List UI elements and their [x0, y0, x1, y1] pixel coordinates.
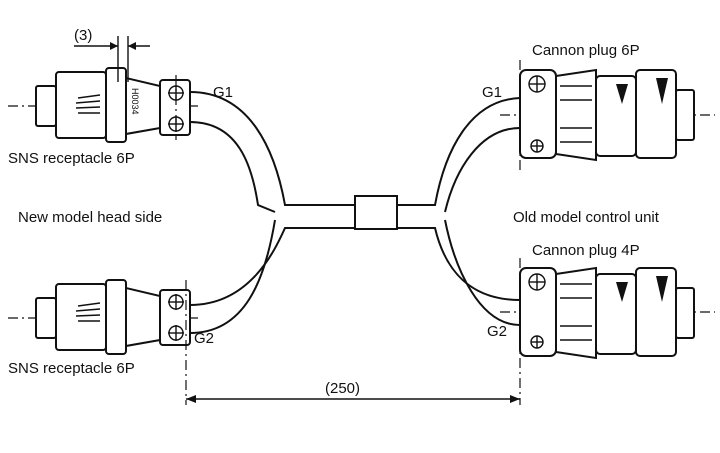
junction-sleeve — [354, 195, 398, 230]
part-mark-text: H0034 — [130, 88, 140, 115]
dim-large-label: (250) — [325, 380, 360, 397]
g1-left-label: G1 — [213, 84, 233, 101]
dimension-small: (3) — [74, 27, 150, 82]
cable-bottom-right-inner — [444, 219, 521, 326]
g2-left-label: G2 — [194, 330, 214, 347]
control-unit-label: Old model control unit — [513, 209, 660, 226]
dimension-large: (250) — [186, 380, 520, 403]
g1-right-label: G1 — [482, 84, 502, 101]
cannon-4p-label: Cannon plug 4P — [532, 242, 640, 259]
cable-top-left-inner — [189, 121, 276, 213]
sns-receptacle-bottom — [8, 279, 200, 405]
g2-right-label: G2 — [487, 323, 507, 340]
sns-top-label: SNS receptacle 6P — [8, 150, 135, 167]
cable-harness — [189, 91, 521, 334]
cannon-plug-bottom — [500, 258, 715, 405]
cable-bottom-right-outer — [397, 227, 521, 301]
cannon-plug-top — [500, 60, 715, 170]
cannon-6p-label: Cannon plug 6P — [532, 42, 640, 59]
cable-bottom-left-outer — [189, 227, 355, 306]
sns-bottom-label: SNS receptacle 6P — [8, 360, 135, 377]
dim-small-label: (3) — [74, 27, 92, 44]
cable-top-right-inner — [444, 127, 521, 213]
cable-top-left-outer — [189, 91, 355, 206]
cable-top-right-outer — [397, 97, 521, 206]
sns-receptacle-top: H0034 — [8, 67, 200, 143]
head-side-label: New model head side — [18, 209, 162, 226]
cable-bottom-left-inner — [189, 219, 276, 334]
